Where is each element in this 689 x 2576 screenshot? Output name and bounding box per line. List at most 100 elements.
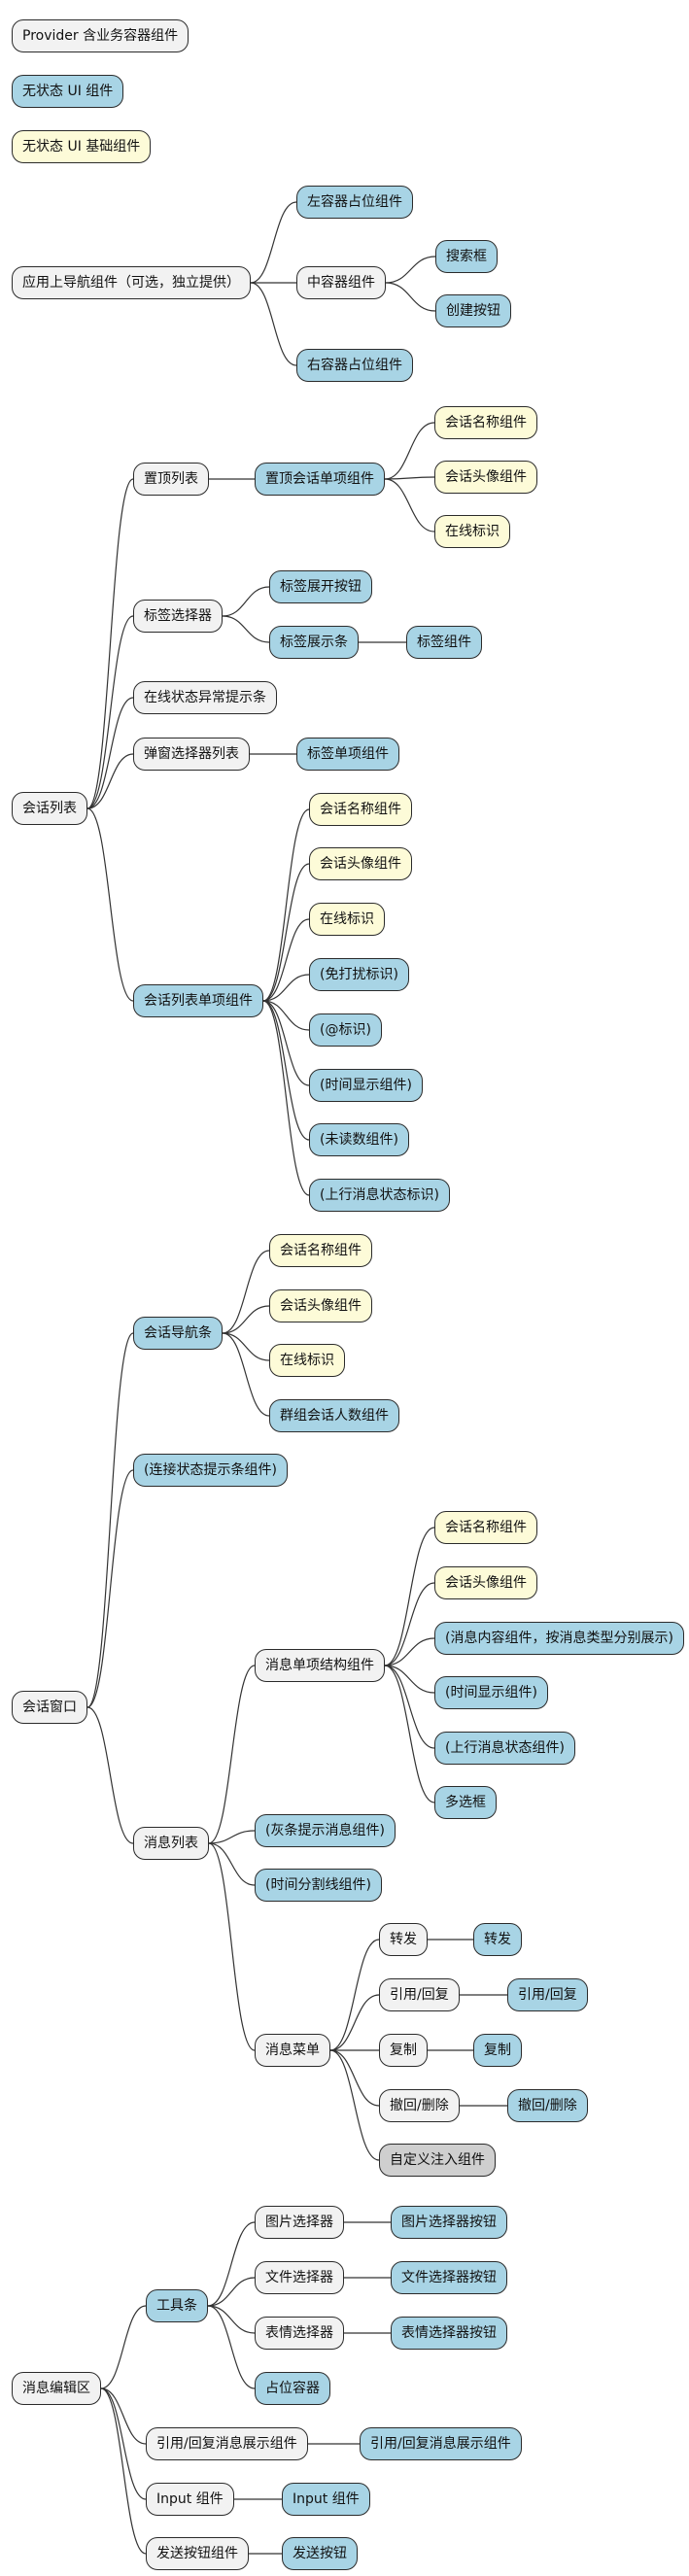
- node-lg3: 无状态 UI 基础组件: [12, 130, 152, 163]
- node-tb-emoji-b: 表情选择器按钮: [391, 2317, 507, 2350]
- node-mi-content: (消息内容组件，按消息类型分别展示): [434, 1622, 684, 1655]
- node-msg-list: 消息列表: [133, 1827, 209, 1860]
- node-ci-unread: (未读数组件): [309, 1123, 409, 1156]
- node-ci-upstatus: (上行消息状态标识): [309, 1179, 450, 1212]
- edge-pin-item-pin-name: [384, 422, 435, 480]
- edge-conv-item-ci-time: [262, 1000, 310, 1086]
- edge-nav-mid-nav-create: [385, 282, 436, 312]
- edge-chat-nav-cn-name: [222, 1250, 270, 1334]
- node-popup-list: 弹窗选择器列表: [133, 738, 250, 771]
- node-conn-tip: (连接状态提示条组件): [133, 1454, 288, 1487]
- node-nav-left: 左容器占位组件: [296, 186, 413, 219]
- node-msg-item: 消息单项结构组件: [255, 1649, 385, 1682]
- node-nav-mid: 中容器组件: [296, 266, 386, 299]
- edge-editor-input: [100, 2387, 147, 2500]
- node-gray-tip: (灰条提示消息组件): [255, 1814, 396, 1847]
- edge-conv-item-ci-at: [262, 1000, 310, 1031]
- node-mm-fwd: 转发: [379, 1923, 428, 1956]
- node-toolbar: 工具条: [146, 2289, 208, 2322]
- node-pin: 置顶列表: [133, 463, 209, 496]
- node-mm-copy: 复制: [379, 2034, 428, 2067]
- node-conv: 会话列表: [12, 792, 87, 825]
- edge-toolbar-tb-file: [207, 2277, 256, 2307]
- edge-conv-tag-sel: [86, 615, 134, 809]
- edge-toolbar-tb-emoji: [207, 2305, 256, 2334]
- node-pin-online: 在线标识: [434, 515, 510, 548]
- node-mi-upstatus: (上行消息状态组件): [434, 1732, 575, 1765]
- node-mm-copy-b: 复制: [473, 2034, 522, 2067]
- edge-msg-list-msg-item: [208, 1665, 256, 1844]
- node-mi-check: 多选框: [434, 1786, 497, 1819]
- edge-chat-nav-cn-count: [222, 1332, 270, 1417]
- node-editor: 消息编辑区: [12, 2372, 101, 2405]
- node-conv-item: 会话列表单项组件: [133, 984, 263, 1017]
- edge-conv-item-ci-name: [262, 808, 310, 1002]
- node-mm-quote-b: 引用/回复: [507, 1978, 588, 2011]
- node-send: 发送按钮组件: [146, 2537, 249, 2570]
- edge-msg-item-mi-avatar: [384, 1582, 435, 1666]
- edge-msg-list-msg-menu: [208, 1842, 256, 2051]
- node-tb-holder: 占位容器: [255, 2372, 330, 2405]
- node-mi-avatar: 会话头像组件: [434, 1566, 537, 1599]
- node-pin-item: 置顶会话单项组件: [255, 463, 385, 496]
- edge-msg-menu-mm-recall: [329, 2049, 380, 2107]
- edge-msg-list-gray-tip: [208, 1830, 256, 1844]
- edge-chat-nav-cn-online: [222, 1332, 270, 1361]
- node-lg1: Provider 含业务容器组件: [12, 19, 189, 52]
- node-tb-img: 图片选择器: [255, 2206, 344, 2239]
- node-ci-avatar: 会话头像组件: [309, 847, 412, 880]
- node-mi-name: 会话名称组件: [434, 1511, 537, 1544]
- edge-msg-item-mi-name: [384, 1527, 435, 1666]
- node-chat: 会话窗口: [12, 1691, 87, 1724]
- edge-msg-menu-mm-quote: [329, 1994, 380, 2051]
- edge-msg-menu-mm-fwd: [329, 1939, 380, 2051]
- node-input-b: Input 组件: [282, 2483, 370, 2516]
- edge-msg-item-mi-content: [384, 1637, 435, 1666]
- node-tag-sel: 标签选择器: [133, 600, 223, 633]
- edge-conv-conv-item: [86, 807, 134, 1002]
- edge-nav-nav-right: [250, 282, 297, 366]
- edge-msg-item-mi-time: [384, 1665, 435, 1694]
- edge-editor-toolbar: [100, 2305, 147, 2389]
- edge-pin-item-pin-avatar: [384, 476, 435, 480]
- node-quote-show: 引用/回复消息展示组件: [146, 2427, 308, 2460]
- node-input: Input 组件: [146, 2483, 234, 2516]
- node-ci-time: (时间显示组件): [309, 1069, 423, 1102]
- node-tb-img-b: 图片选择器按钮: [391, 2206, 507, 2239]
- node-msg-menu: 消息菜单: [255, 2034, 330, 2067]
- node-cn-count: 群组会话人数组件: [269, 1399, 399, 1432]
- edge-conv-item-ci-avatar: [262, 863, 310, 1002]
- edge-tag-sel-tag-expand: [222, 586, 270, 617]
- node-mm-custom: 自定义注入组件: [379, 2144, 496, 2177]
- node-ci-online: 在线标识: [309, 903, 385, 936]
- edge-nav-mid-nav-search: [385, 256, 436, 284]
- node-nav-right: 右容器占位组件: [296, 349, 413, 382]
- node-time-div: (时间分割线组件): [255, 1869, 382, 1902]
- node-quote-show-b: 引用/回复消息展示组件: [360, 2427, 522, 2460]
- edge-msg-list-time-div: [208, 1842, 256, 1886]
- node-online-warn: 在线状态异常提示条: [133, 681, 277, 714]
- node-tag-bar: 标签展示条: [269, 626, 359, 659]
- node-pin-avatar: 会话头像组件: [434, 461, 537, 494]
- node-tag-item: 标签单项组件: [296, 738, 399, 771]
- edge-msg-item-mi-upstatus: [384, 1665, 435, 1749]
- edge-conv-item-ci-unread: [262, 1000, 310, 1141]
- edge-toolbar-tb-img: [207, 2221, 256, 2307]
- edge-editor-send: [100, 2387, 147, 2555]
- node-mm-recall: 撤回/删除: [379, 2089, 460, 2122]
- node-nav-search: 搜索框: [435, 240, 498, 273]
- node-send-b: 发送按钮: [282, 2537, 358, 2570]
- edge-tag-sel-tag-bar: [222, 615, 270, 643]
- node-lg2: 无状态 UI 组件: [12, 75, 124, 108]
- node-pin-name: 会话名称组件: [434, 406, 537, 439]
- node-mm-recall-b: 撤回/删除: [507, 2089, 588, 2122]
- edge-nav-nav-left: [250, 201, 297, 284]
- node-tb-file-b: 文件选择器按钮: [391, 2261, 507, 2294]
- edge-toolbar-tb-holder: [207, 2305, 256, 2389]
- edge-conv-item-ci-upstatus: [262, 1000, 310, 1196]
- node-nav: 应用上导航组件（可选，独立提供）: [12, 266, 251, 299]
- node-tag-expand: 标签展开按钮: [269, 570, 372, 603]
- edge-chat-nav-cn-avatar: [222, 1305, 270, 1334]
